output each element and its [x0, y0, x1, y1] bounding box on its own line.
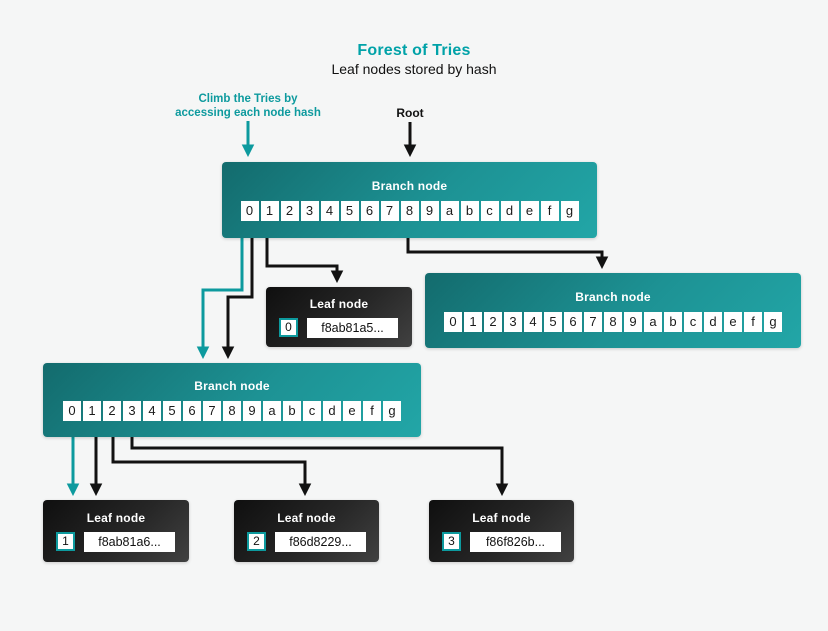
branch-cell: 9 — [420, 201, 439, 221]
branch-cell: 4 — [320, 201, 339, 221]
branch-cell: 1 — [464, 311, 482, 332]
branch-cell: e — [724, 311, 742, 332]
branch-cell: 7 — [380, 201, 399, 221]
leaf-node-3: Leaf node 3 f86f826b... — [429, 500, 574, 562]
branch-cell: g — [383, 401, 401, 421]
connector-topbranch-cell0-to-lower-branch — [221, 238, 254, 360]
leaf-index-cell: 2 — [247, 532, 266, 551]
branch-cell: 0 — [240, 201, 259, 221]
branch-node-label: Branch node — [194, 379, 270, 393]
leaf-node-2: Leaf node 2 f86d8229... — [234, 500, 379, 562]
leaf-node-label: Leaf node — [277, 510, 336, 525]
branch-cell: f — [744, 311, 762, 332]
climb-annotation: Climb the Tries by accessing each node h… — [148, 92, 348, 120]
connector-topbranch-cell1-to-leaf-mid — [265, 238, 344, 284]
branch-cell: c — [684, 311, 702, 332]
leaf-node-label: Leaf node — [309, 296, 369, 311]
branch-cell: b — [664, 311, 682, 332]
branch-cell: a — [263, 401, 281, 421]
connector-lowerbranch-cell2-to-leaf2 — [111, 437, 312, 497]
branch-cell: 7 — [584, 311, 602, 332]
branch-cell: 3 — [300, 201, 319, 221]
branch-cell: 8 — [223, 401, 241, 421]
branch-cell: 5 — [340, 201, 359, 221]
branch-cell: 5 — [163, 401, 181, 421]
leaf-hash-value: f86d8229... — [275, 531, 366, 552]
branch-cell: d — [704, 311, 722, 332]
leaf-hash-value: f8ab81a5... — [307, 317, 398, 338]
branch-cell: 9 — [624, 311, 642, 332]
branch-cell: d — [323, 401, 341, 421]
branch-cell: a — [644, 311, 662, 332]
connector-lowerbranch-cell3-to-leaf3 — [130, 437, 509, 497]
leaf-index-cell: 3 — [442, 532, 461, 551]
branch-cell: 3 — [504, 311, 522, 332]
branch-cell: g — [560, 201, 579, 221]
branch-cell: 5 — [544, 311, 562, 332]
branch-cell: 0 — [63, 401, 81, 421]
branch-cell: 2 — [280, 201, 299, 221]
branch-cell: 4 — [524, 311, 542, 332]
leaf-row: 1 f8ab81a6... — [43, 531, 189, 552]
branch-cell: b — [460, 201, 479, 221]
leaf-row: 2 f86d8229... — [234, 531, 379, 552]
branch-cell: d — [500, 201, 519, 221]
branch-cell: a — [440, 201, 459, 221]
leaf-index-cell: 0 — [279, 318, 298, 337]
branch-cell: 8 — [400, 201, 419, 221]
branch-cell: 2 — [484, 311, 502, 332]
leaf-node-mid: Leaf node 0 f8ab81a5... — [266, 287, 412, 347]
leaf-node-1: Leaf node 1 f8ab81a6... — [43, 500, 189, 562]
connector-topbranch-cell8-to-right-branch — [406, 238, 609, 270]
leaf-hash-value: f8ab81a6... — [84, 531, 175, 552]
branch-cell: 2 — [103, 401, 121, 421]
branch-node-label: Branch node — [575, 289, 651, 304]
branch-cell: 9 — [243, 401, 261, 421]
branch-cell: 3 — [123, 401, 141, 421]
branch-cell: 8 — [604, 311, 622, 332]
climb-path-top-to-lower-branch — [196, 238, 244, 360]
branch-cell: g — [764, 311, 782, 332]
branch-cell: 6 — [183, 401, 201, 421]
branch-cell: 7 — [203, 401, 221, 421]
branch-cell: 1 — [83, 401, 101, 421]
branch-node-label: Branch node — [371, 179, 448, 193]
branch-cell: e — [343, 401, 361, 421]
leaf-row: 3 f86f826b... — [429, 531, 574, 552]
branch-cell: f — [363, 401, 381, 421]
climb-annotation-line2: accessing each node hash — [175, 107, 321, 119]
branch-cell: 4 — [143, 401, 161, 421]
page-subtitle: Leaf nodes stored by hash — [331, 61, 497, 77]
branch-cell: f — [540, 201, 559, 221]
root-label: Root — [396, 106, 424, 120]
branch-cell: c — [480, 201, 499, 221]
branch-cell: b — [283, 401, 301, 421]
branch-cell: 6 — [564, 311, 582, 332]
leaf-node-label: Leaf node — [86, 510, 146, 525]
branch-cell: c — [303, 401, 321, 421]
leaf-index-cell: 1 — [56, 532, 75, 551]
climb-annotation-line1: Climb the Tries by — [198, 93, 298, 105]
branch-cell: 1 — [260, 201, 279, 221]
branch-cell: e — [520, 201, 539, 221]
branch-cell: 6 — [360, 201, 379, 221]
leaf-node-label: Leaf node — [472, 510, 531, 525]
page-title: Forest of Tries — [357, 42, 471, 59]
leaf-row: 0 f8ab81a5... — [266, 317, 412, 338]
leaf-hash-value: f86f826b... — [470, 531, 561, 552]
branch-cell: 0 — [444, 311, 462, 332]
